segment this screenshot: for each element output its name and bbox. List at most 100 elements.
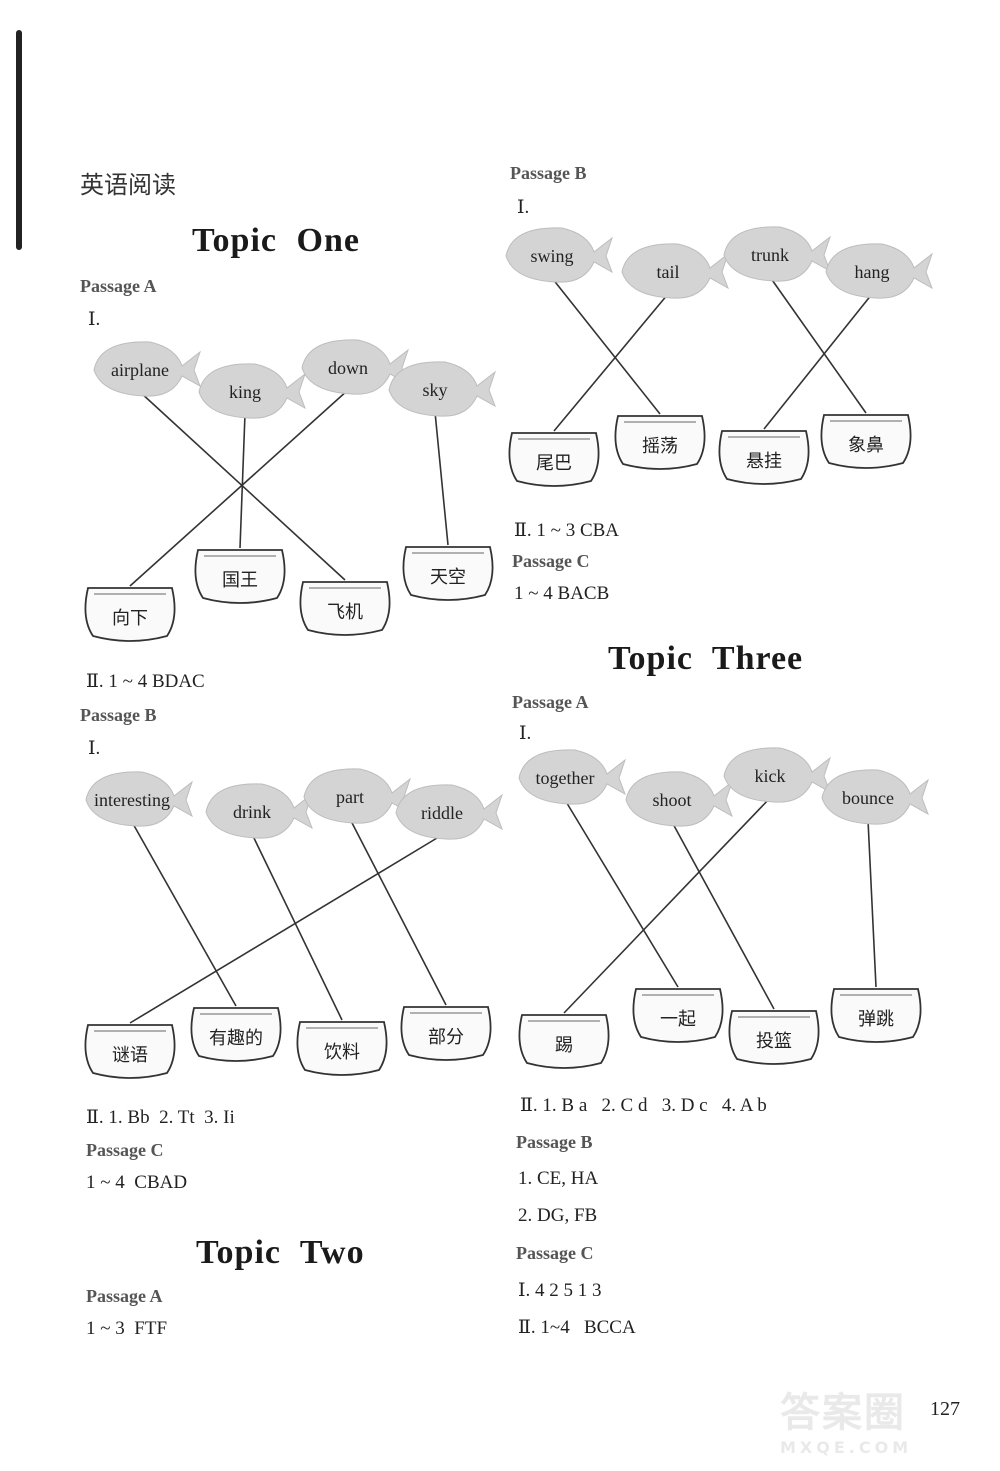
fish-card: swing (505, 227, 613, 283)
fish-card: interesting (85, 771, 193, 827)
pot-card: 国王 (194, 549, 286, 604)
fish-word: down (328, 358, 368, 378)
fish-word: swing (530, 246, 573, 266)
page-number: 127 (930, 1398, 960, 1420)
match-line (129, 834, 443, 1024)
match-line (769, 276, 867, 414)
pot-card: 部分 (400, 1006, 492, 1061)
topic-one-title: Topic One (192, 222, 360, 259)
topic-three-passage-b-line-1: 1. CE, HA (518, 1168, 599, 1189)
fish-shape (621, 243, 729, 299)
watermark: 答案圈 MXQE.COM (780, 1380, 912, 1457)
fish-word: bounce (842, 788, 894, 808)
match-line (251, 833, 343, 1021)
pot-shape (299, 581, 391, 636)
pot-word: 踢 (555, 1035, 573, 1056)
topic-three-passage-a-part2-answer: Ⅱ. 1. B a 2. C d 3. D c 4. A b (520, 1095, 767, 1116)
fish-word: shoot (652, 790, 691, 810)
pot-card: 摇荡 (614, 415, 706, 470)
topic-two-passage-a-answer: 1 ~ 3 FTF (86, 1318, 168, 1339)
pot-shape (400, 1006, 492, 1061)
fish-card: tail (621, 243, 729, 299)
topic-one-passage-b-part1-label: Ⅰ. (88, 738, 101, 759)
fish-shape (395, 784, 503, 840)
pot-shape (402, 546, 494, 601)
match-line (129, 389, 349, 587)
fish-word: tail (657, 262, 680, 282)
topic-three-passage-b-label: Passage B (516, 1132, 593, 1152)
match-line (131, 821, 237, 1007)
pot-shape (614, 415, 706, 470)
fish-card: riddle (395, 784, 503, 840)
fish-card: together (518, 749, 626, 805)
watermark-url: MXQE.COM (780, 1438, 913, 1457)
topic-one-passage-b-label: Passage B (80, 705, 157, 725)
topic-two-passage-b-label: Passage B (510, 163, 587, 183)
section-title: 英语阅读 (80, 171, 176, 199)
pot-word: 尾巴 (536, 453, 572, 474)
fish-shape (301, 339, 409, 395)
pot-shape (718, 430, 810, 485)
fish-card: sky (388, 361, 496, 417)
fish-card: part (303, 768, 411, 824)
fish-card: hang (825, 243, 933, 299)
fish-word: part (336, 787, 364, 807)
fish-word: together (536, 768, 595, 788)
match-line (564, 799, 679, 988)
topic-one-passage-a-label: Passage A (80, 276, 157, 296)
fish-word: hang (855, 262, 890, 282)
fish-shape (198, 363, 306, 419)
pot-shape (508, 432, 600, 487)
topic-two-passage-b-part2-answer: Ⅱ. 1 ~ 3 CBA (514, 520, 620, 541)
topic-three-title: Topic Three (608, 640, 804, 677)
fish-shape (85, 771, 193, 827)
pot-card: 尾巴 (508, 432, 600, 487)
match-line (434, 411, 449, 546)
pot-shape (518, 1014, 610, 1069)
fish-shape (625, 771, 733, 827)
pot-word: 投篮 (756, 1031, 792, 1052)
pot-word: 一起 (660, 1009, 696, 1030)
fish-card: bounce (821, 769, 929, 825)
pot-card: 弹跳 (830, 988, 922, 1043)
fish-card: kick (723, 747, 831, 803)
pot-card: 投篮 (728, 1010, 820, 1065)
fish-word: kick (755, 766, 786, 786)
fish-card: drink (205, 783, 313, 839)
pot-word: 飞机 (327, 602, 363, 623)
pot-card: 悬挂 (718, 430, 810, 485)
fish-word: interesting (94, 790, 170, 810)
fish-word: riddle (421, 803, 463, 823)
pot-word: 国王 (222, 570, 258, 591)
topic-one-passage-a-part1-label: Ⅰ. (88, 309, 101, 330)
pot-word: 象鼻 (848, 435, 884, 456)
pot-card: 有趣的 (190, 1007, 282, 1062)
pot-shape (820, 414, 912, 469)
fish-card: king (198, 363, 306, 419)
pot-shape (190, 1007, 282, 1062)
fish-word: trunk (751, 245, 789, 265)
pot-word: 天空 (430, 567, 466, 588)
match-line (349, 818, 447, 1006)
topic-two-title: Topic Two (196, 1234, 365, 1271)
topic-one-passage-b-part2-answer: Ⅱ. 1. Bb 2. Tt 3. Ii (86, 1107, 235, 1128)
topic-one-passage-a-part2-answer: Ⅱ. 1 ~ 4 BDAC (86, 671, 205, 692)
fish-shape (388, 361, 496, 417)
match-line (553, 293, 669, 432)
pot-card: 天空 (402, 546, 494, 601)
match-line (551, 277, 661, 415)
fish-word: king (229, 382, 261, 402)
topic-three-passage-b-line-2: 2. DG, FB (518, 1205, 598, 1226)
fish-card: airplane (93, 341, 201, 397)
fish-shape (303, 768, 411, 824)
pot-shape (194, 549, 286, 604)
pot-card: 向下 (84, 587, 176, 642)
topic-three-passage-c-line-2: Ⅱ. 1~4 BCCA (518, 1317, 636, 1338)
topic-one-passage-c-label: Passage C (86, 1140, 164, 1160)
topic-one-passage-c-answer: 1 ~ 4 CBAD (86, 1172, 188, 1193)
pot-shape (84, 587, 176, 642)
fish-shape (723, 747, 831, 803)
